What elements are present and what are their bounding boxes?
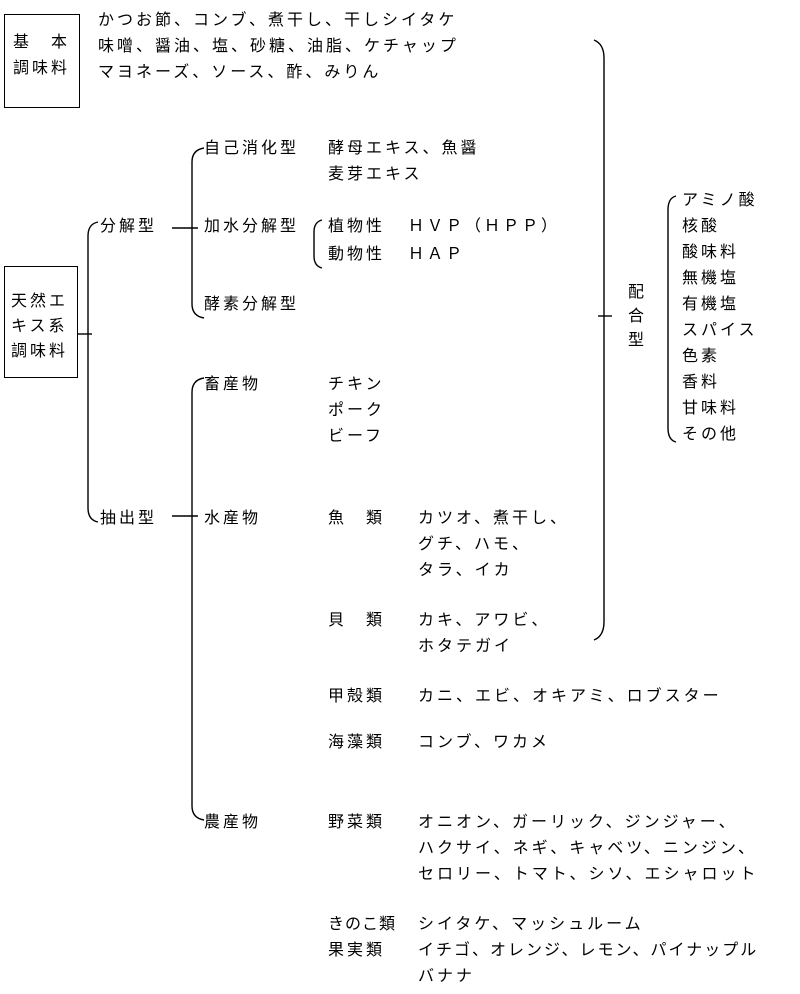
blended-type-label-char: 合 bbox=[628, 306, 648, 325]
fish-item-line: カツオ、煮干し、 bbox=[418, 508, 570, 527]
basic-item-line: 味噌、醤油、塩、砂糖、油脂、ケチャップ bbox=[98, 36, 459, 55]
basic-seasoning-title-line2: 調味料 bbox=[13, 58, 71, 77]
hydrolysis-animal-value: ＨＡＰ bbox=[408, 244, 466, 263]
agricultural-label: 農産物 bbox=[204, 812, 262, 831]
livestock-item: ポーク bbox=[328, 400, 386, 419]
blended-type-label-char: 配 bbox=[628, 282, 648, 301]
vegetables-label: 野菜類 bbox=[328, 812, 386, 831]
autolysis-items-line1: 酵母エキス、魚醤 bbox=[328, 138, 480, 157]
livestock-item: チキン bbox=[328, 374, 385, 393]
crustacean-label: 甲殻類 bbox=[328, 686, 386, 705]
blended-item: アミノ酸 bbox=[682, 190, 758, 209]
livestock-label: 畜産物 bbox=[204, 374, 262, 393]
fish-item-line: タラ、イカ bbox=[418, 560, 513, 579]
blended-item: スパイス bbox=[682, 320, 758, 339]
shellfish-item-line: カキ、アワビ、 bbox=[418, 610, 551, 629]
blended-item: 有機塩 bbox=[682, 294, 740, 313]
basic-seasoning-title-line1: 基 本 bbox=[13, 32, 71, 51]
natural-extract-seasoning-box: 天然エ キス系 調味料 bbox=[4, 266, 78, 378]
autolysis-items-line2: 麦芽エキス bbox=[328, 164, 423, 183]
blended-type-label-char: 型 bbox=[628, 330, 648, 349]
autolysis-type-label: 自己消化型 bbox=[204, 138, 300, 157]
seaweed-item-line: コンブ、ワカメ bbox=[418, 732, 551, 751]
natural-extract-title-line3: 調味料 bbox=[11, 341, 69, 360]
shellfish-item-line: ホタテガイ bbox=[418, 636, 514, 655]
blended-item: 甘味料 bbox=[682, 398, 740, 417]
fish-item-line: グチ、ハモ、 bbox=[418, 534, 532, 553]
natural-extract-title-line2: キス系 bbox=[11, 316, 68, 335]
hydrolysis-animal-label: 動物性 bbox=[328, 244, 386, 263]
blended-item: 核酸 bbox=[682, 216, 721, 235]
crustacean-item-line: カニ、エビ、オキアミ、ロブスター bbox=[418, 686, 722, 705]
blended-item: その他 bbox=[682, 424, 740, 443]
extraction-type-label: 抽出型 bbox=[100, 508, 158, 527]
basic-item-line: かつお節、コンブ、煮干し、干しシイタケ bbox=[98, 10, 458, 29]
basic-item-line: マヨネーズ、ソース、酢、みりん bbox=[98, 62, 382, 81]
mushrooms-label: きのこ類 bbox=[328, 914, 397, 933]
blended-item: 無機塩 bbox=[682, 268, 740, 287]
blended-item: 香料 bbox=[682, 372, 721, 391]
blended-item: 酸味料 bbox=[682, 242, 740, 261]
hydrolysis-plant-label: 植物性 bbox=[328, 216, 386, 235]
fruits-item-line: バナナ bbox=[418, 966, 476, 985]
hydrolysis-type-label: 加水分解型 bbox=[204, 216, 300, 235]
natural-extract-title-line1: 天然エ bbox=[11, 291, 69, 310]
fruits-item-line: イチゴ、オレンジ、レモン、パイナップル bbox=[418, 940, 759, 959]
mushrooms-item-line: シイタケ、マッシュルーム bbox=[418, 914, 644, 933]
shellfish-label: 貝 類 bbox=[328, 610, 386, 629]
vegetables-item-line: オニオン、ガーリック、ジンジャー、 bbox=[418, 812, 738, 831]
enzyme-type-label: 酵素分解型 bbox=[204, 294, 300, 313]
marine-label: 水産物 bbox=[204, 508, 262, 527]
vegetables-item-line: セロリー、トマト、シソ、エシャロット bbox=[418, 864, 759, 883]
basic-seasoning-box: 基 本 調味料 bbox=[4, 14, 80, 108]
blended-item: 色素 bbox=[682, 346, 721, 365]
vegetables-item-line: ハクサイ、ネギ、キャベツ、ニンジン、 bbox=[418, 838, 757, 857]
fruits-label: 果実類 bbox=[328, 940, 386, 959]
hydrolysis-plant-value: ＨＶＰ（ＨＰＰ） bbox=[408, 216, 561, 235]
decomposition-type-label: 分解型 bbox=[100, 216, 158, 235]
seaweed-label: 海藻類 bbox=[328, 732, 386, 751]
fish-label: 魚 類 bbox=[328, 508, 386, 527]
livestock-item: ビーフ bbox=[328, 426, 385, 445]
